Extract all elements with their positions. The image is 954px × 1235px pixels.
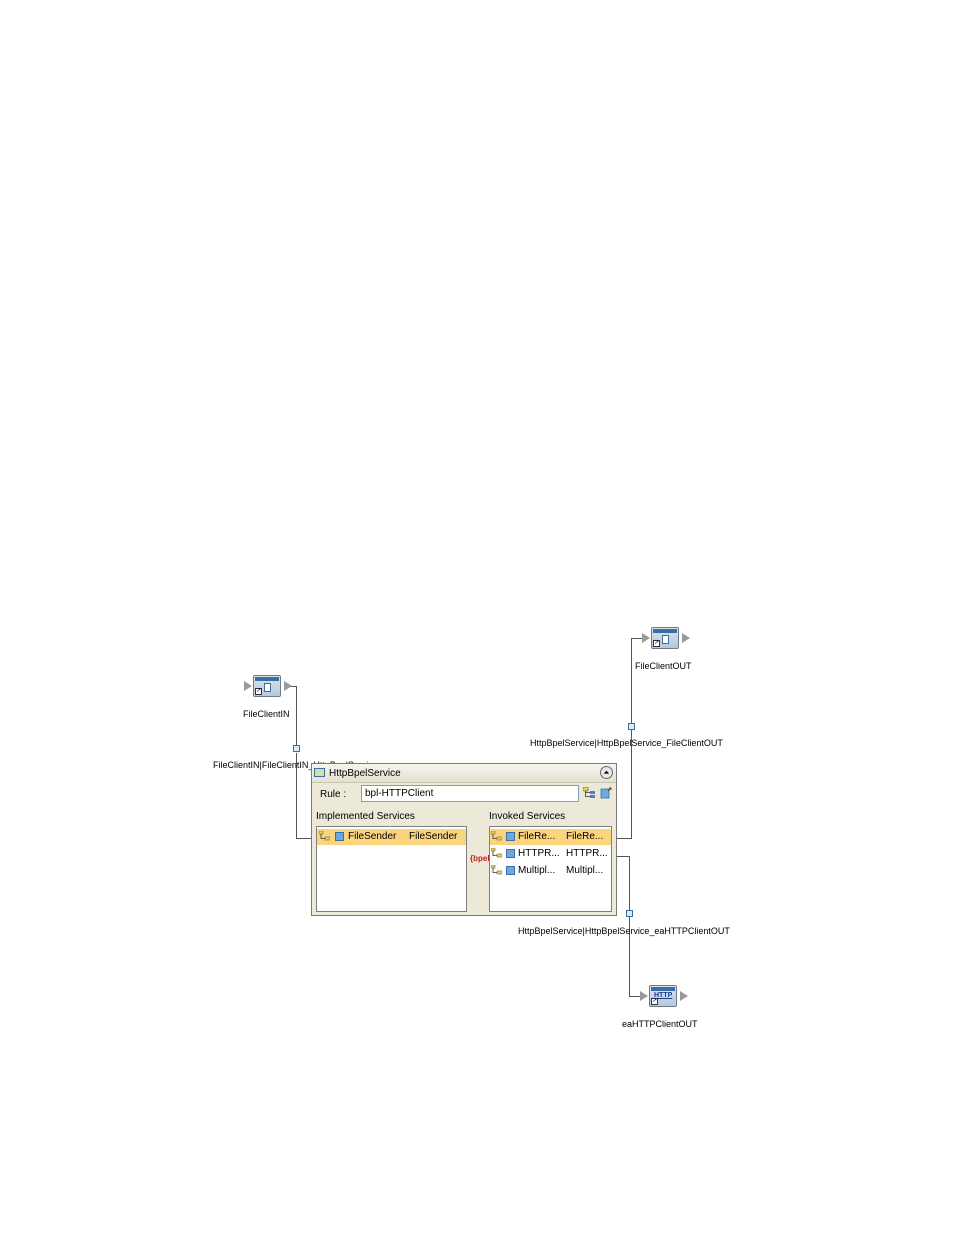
bpel-service-icon — [314, 768, 325, 777]
file-document-icon: ↗ — [651, 627, 679, 649]
service-panel-titlebar[interactable]: HttpBpelService ⏶ — [312, 764, 616, 783]
link-label-http-out[interactable]: HttpBpelService|HttpBpelService_eaHTTPCl… — [518, 926, 730, 936]
shortcut-icon: ↗ — [653, 640, 660, 647]
input-port-arrow-icon — [244, 681, 252, 691]
collapse-icon[interactable]: ⏶ — [600, 766, 613, 779]
link-box-file-out[interactable] — [628, 723, 635, 730]
implemented-services-list[interactable]: FileSender FileSender — [316, 826, 467, 912]
input-port-arrow-icon — [640, 991, 648, 1001]
service-icon — [506, 866, 515, 875]
service-value: HTTPR... — [566, 848, 608, 859]
node-label-file-client-in: FileClientIN — [243, 709, 290, 719]
list-item[interactable]: Multipl... Multipl... — [490, 863, 611, 879]
list-item[interactable]: FileRe... FileRe... — [490, 829, 611, 845]
service-panel[interactable]: HttpBpelService ⏶ Rule : Implemented Ser… — [311, 763, 617, 916]
list-item[interactable]: HTTPR... HTTPR... — [490, 846, 611, 862]
rule-label: Rule : — [320, 789, 347, 800]
rule-input[interactable] — [361, 785, 579, 802]
http-icon: HTTP ↗ — [649, 985, 677, 1007]
link-box-http-out[interactable] — [626, 910, 633, 917]
output-port-arrow-icon — [284, 681, 292, 691]
service-name: FileSender — [348, 831, 397, 842]
wire-fileout-horizontal-top — [631, 638, 644, 639]
service-value: FileRe... — [566, 831, 604, 842]
wire-httpout-horizontal-bottom — [629, 996, 642, 997]
wire-httpout-vertical — [629, 856, 630, 997]
node-label-file-client-out: FileClientOUT — [635, 661, 692, 671]
link-label-file-out[interactable]: HttpBpelService|HttpBpelService_FileClie… — [530, 738, 723, 748]
input-port-arrow-icon — [642, 633, 650, 643]
node-ea-http-client-out[interactable]: HTTP ↗ — [640, 985, 688, 1009]
output-port-arrow-icon — [680, 991, 688, 1001]
invoked-services-header: Invoked Services — [489, 811, 566, 822]
wire-httpout-horizontal-top — [617, 856, 630, 857]
shortcut-icon: ↗ — [255, 688, 262, 695]
tree-node-icon — [491, 831, 502, 841]
service-value: Multipl... — [566, 865, 604, 876]
wire-fileout-horizontal-bottom — [617, 838, 632, 839]
node-file-client-out[interactable]: ↗ — [642, 627, 690, 651]
wire-in-vertical-bottom — [296, 753, 297, 839]
file-document-icon: ↗ — [253, 675, 281, 697]
service-icon — [506, 832, 515, 841]
node-label-ea-http-client-out: eaHTTPClientOUT — [622, 1019, 698, 1029]
node-file-client-in[interactable]: ↗ — [244, 675, 292, 699]
service-panel-title: HttpBpelService — [329, 768, 401, 779]
shortcut-icon: ↗ — [651, 998, 658, 1005]
service-name: FileRe... — [518, 831, 556, 842]
tree-node-icon — [491, 848, 502, 858]
invoked-services-list[interactable]: FileRe... FileRe... HTTPR... HTTPR... Mu… — [489, 826, 612, 912]
service-name: HTTPR... — [518, 848, 560, 859]
list-item[interactable]: FileSender FileSender — [317, 829, 466, 845]
rule-service-icon[interactable] — [600, 787, 612, 799]
service-icon — [335, 832, 344, 841]
service-icon — [506, 849, 515, 858]
wire-in-vertical-top — [296, 686, 297, 746]
service-value: FileSender — [409, 831, 458, 842]
wire-fileout-vertical — [631, 638, 632, 839]
service-name: Multipl... — [518, 865, 556, 876]
rule-tree-icon[interactable] — [583, 787, 595, 799]
output-port-arrow-icon — [682, 633, 690, 643]
http-icon-text: HTTP — [654, 992, 673, 999]
link-label-in[interactable]: FileClientIN|FileClientIN_HttpBpelServic… — [213, 760, 378, 770]
tree-node-icon — [319, 831, 330, 841]
link-box-in[interactable] — [293, 745, 300, 752]
wire-in-horizontal-bottom — [296, 838, 312, 839]
implemented-services-header: Implemented Services — [316, 811, 415, 822]
bpel-badge: {bpel} — [470, 854, 493, 863]
tree-node-icon — [491, 865, 502, 875]
